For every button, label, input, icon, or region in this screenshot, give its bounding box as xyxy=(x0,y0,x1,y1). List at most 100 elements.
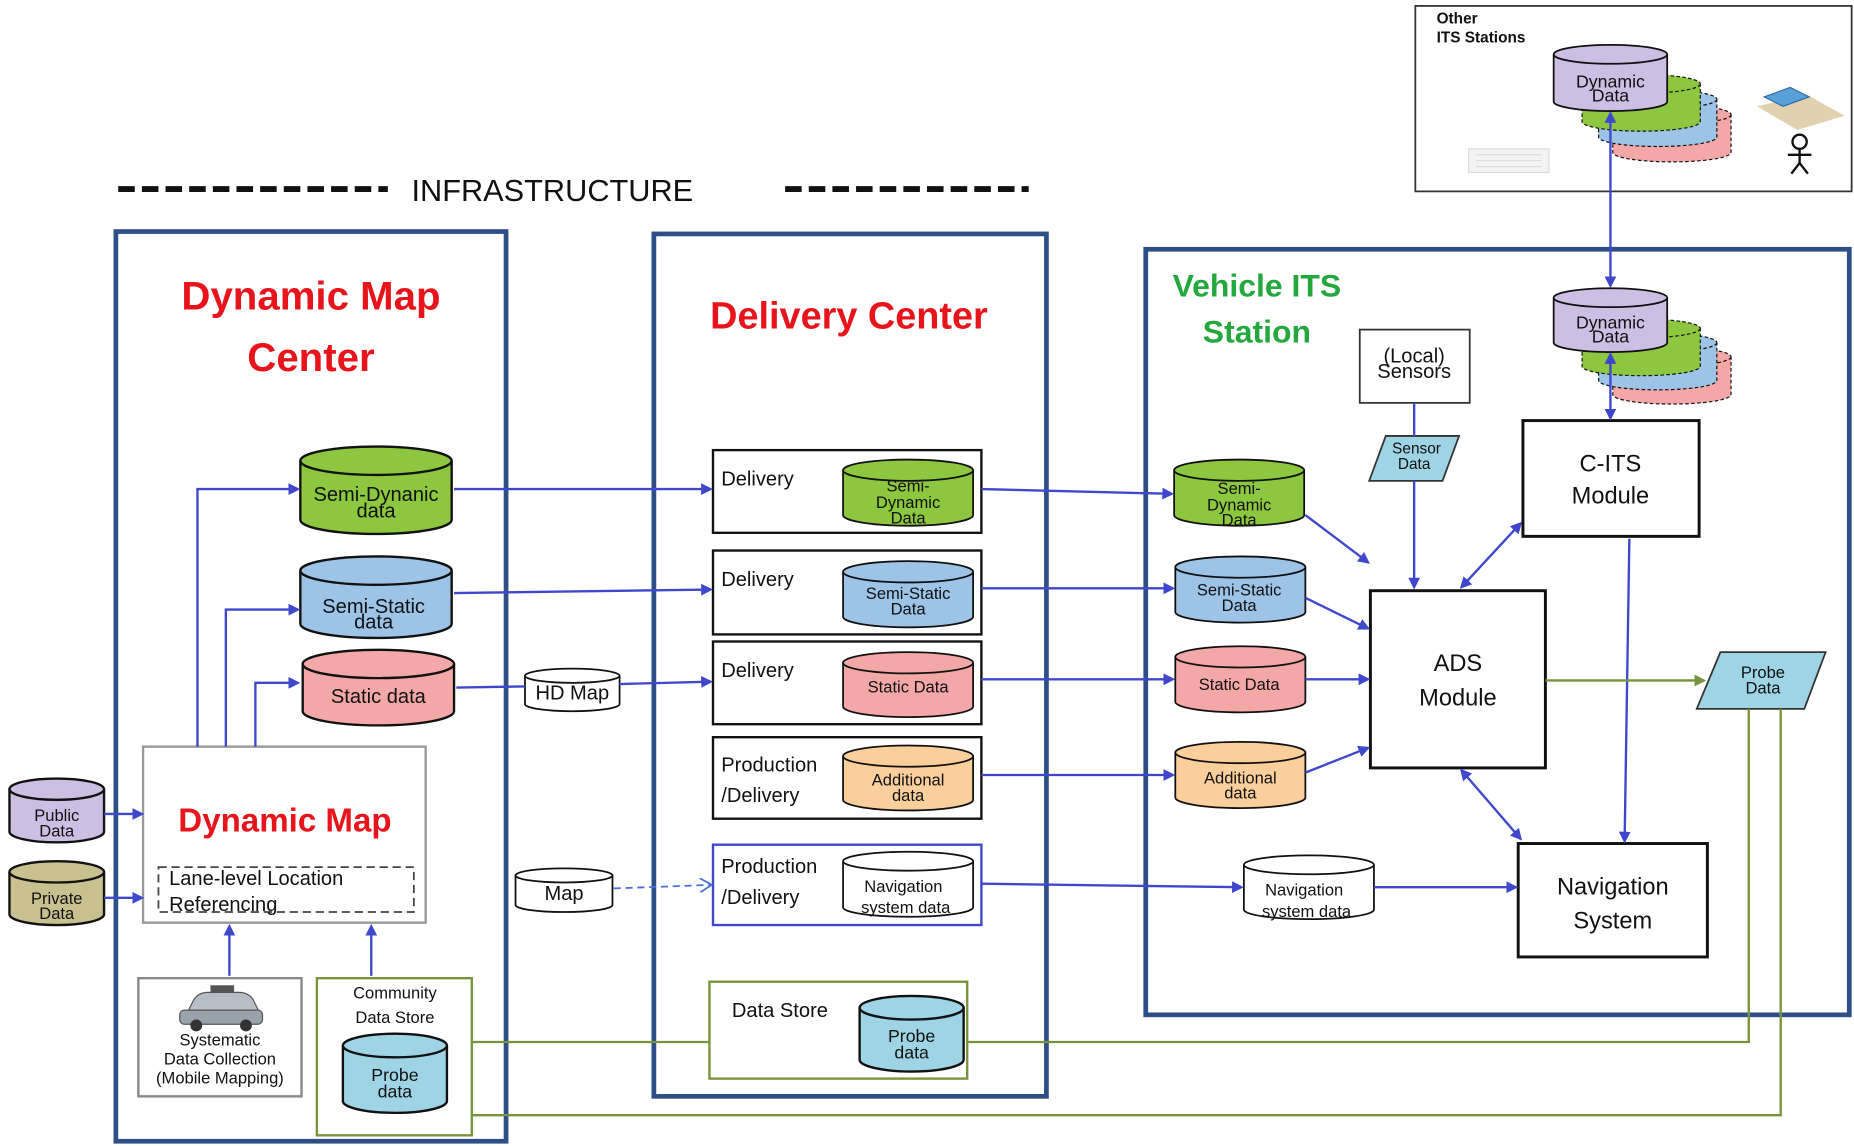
semi-dynamic-data-db: Semi-Dynanic data xyxy=(299,445,453,536)
semi-static-data-db: Semi-Static data xyxy=(299,555,453,640)
vehicle-dynamic-data-stack: Dynamic Data xyxy=(1552,287,1732,405)
delivery-row-static: Delivery Static Data xyxy=(711,640,983,726)
probe-data-parallelogram: Probe Data xyxy=(1695,651,1827,710)
data-store-probe-line1: Probe xyxy=(888,1026,935,1046)
vehicle-road-icon xyxy=(1757,86,1845,130)
private-line1: Private xyxy=(31,889,82,908)
community-probe-line1: Probe xyxy=(371,1065,418,1085)
navigation-line1: Navigation xyxy=(1557,874,1669,900)
car-icon xyxy=(179,985,264,1032)
vehicle-nav-data-line1: Navigation xyxy=(1265,881,1343,900)
other-dynamic-line2: Data xyxy=(1592,86,1630,106)
delivery-row-navigation: Production /Delivery Navigation system d… xyxy=(711,843,983,927)
local-sensors-line1: (Local) xyxy=(1383,346,1444,368)
sensor-data-line2: Data xyxy=(1398,456,1431,473)
systematic-line2: Data Collection xyxy=(164,1049,276,1068)
delivery-row-semi-dynamic: Delivery Semi- Dynamic Data xyxy=(711,448,983,534)
vehicle-additional-line1: Additional xyxy=(1204,768,1277,787)
ads-line1: ADS xyxy=(1434,651,1483,677)
vehicle-dynamic-line2: Data xyxy=(1592,327,1630,347)
community-line1: Community xyxy=(353,983,437,1002)
vehicle-semi-dynamic-line2: Dynamic xyxy=(1207,495,1271,514)
map-db: Map xyxy=(514,867,614,913)
delivery-row2-db-line1: Semi-Static xyxy=(866,584,951,603)
infrastructure-header: INFRASTRUCTURE xyxy=(118,173,1029,208)
referencing-line2: Referencing xyxy=(169,894,277,916)
public-line1: Public xyxy=(34,806,79,825)
delivery-row5-db-line2: system data xyxy=(861,898,951,917)
vehicle-additional-line2: data xyxy=(1224,784,1257,803)
map-dashed-arrow xyxy=(613,885,712,889)
ads-module-box: ADS Module xyxy=(1368,589,1547,770)
delivery-row1-db-line2: Dynamic xyxy=(876,493,940,512)
systematic-data-collection-box: Systematic Data Collection (Mobile Mappi… xyxy=(137,977,303,1098)
semi-dynamic-line1: Semi-Dynanic xyxy=(313,484,438,506)
dynamic-map-box: Dynamic Map Lane-level Location Referenc… xyxy=(141,745,427,924)
vehicle-nav-data-line2: system data xyxy=(1262,902,1352,921)
blue-flow-arrows xyxy=(104,111,1631,976)
vehicle-navigation-data-db: Navigation system data xyxy=(1242,854,1375,921)
delivery-center-title: Delivery Center xyxy=(710,295,988,337)
vehicle-semi-dynamic-db: Semi- Dynamic Data xyxy=(1173,458,1306,530)
c-its-module-box: C-ITS Module xyxy=(1521,419,1701,538)
static-data-db: Static data xyxy=(301,648,456,727)
other-its-label-line2: ITS Stations xyxy=(1437,30,1526,47)
green-probe-lines xyxy=(471,674,1782,1117)
delivery-row5-label-line1: Production xyxy=(721,856,817,878)
lane-level-referencing-box xyxy=(157,866,415,913)
delivery-center-frame xyxy=(651,231,1049,1099)
dynamic-map-title: Dynamic Map xyxy=(178,803,391,840)
delivery-row4-label-line2: /Delivery xyxy=(721,785,799,807)
sensor-data-line1: Sensor xyxy=(1392,441,1441,458)
pedestrian-icon xyxy=(1787,133,1812,175)
vehicle-additional-db: Additional data xyxy=(1174,741,1307,809)
community-line2: Data Store xyxy=(355,1008,434,1027)
local-sensors-line2: Sensors xyxy=(1377,361,1451,383)
vehicle-static-db: Static Data xyxy=(1174,645,1307,714)
delivery-row3-label: Delivery xyxy=(721,660,794,682)
delivery-row1-label: Delivery xyxy=(721,469,794,491)
c-its-line1: C-ITS xyxy=(1580,451,1642,477)
delivery-row5-db-line1: Navigation xyxy=(864,877,942,896)
systematic-line1: Systematic xyxy=(179,1031,260,1050)
hd-map-label: HD Map xyxy=(535,682,609,704)
data-store-label: Data Store xyxy=(732,1000,828,1022)
local-sensors-box: (Local) Sensors xyxy=(1358,328,1471,404)
navigation-system-box: Navigation System xyxy=(1516,842,1709,959)
probe-data-line1: Probe xyxy=(1741,663,1785,682)
map-label: Map xyxy=(544,883,583,905)
data-store-probe-line2: data xyxy=(894,1043,929,1063)
dmc-title-line2: Center xyxy=(247,335,375,380)
c-its-line2: Module xyxy=(1572,483,1650,509)
delivery-row-additional: Production /Delivery Additional data xyxy=(711,736,983,820)
other-dynamic-line1: Dynamic xyxy=(1576,71,1645,91)
vehicle-semi-dynamic-line1: Semi- xyxy=(1218,479,1261,498)
other-its-label-line1: Other xyxy=(1437,11,1478,28)
infrastructure-title: INFRASTRUCTURE xyxy=(411,173,693,208)
private-line2: Data xyxy=(39,904,75,923)
vehicle-static-label: Static Data xyxy=(1199,675,1281,694)
roadside-unit-icon xyxy=(1467,148,1550,174)
semi-static-line1: Semi-Static xyxy=(322,596,425,618)
delivery-row2-db-line2: Data xyxy=(891,599,927,618)
probe-data-line2: Data xyxy=(1745,678,1781,697)
semi-static-line2: data xyxy=(354,612,394,634)
vehicle-semi-static-line1: Semi-Static xyxy=(1197,580,1282,599)
vehicle-title-line1: Vehicle ITS xyxy=(1173,268,1342,304)
delivery-data-store: Data Store Probe data xyxy=(708,980,969,1080)
public-line2: Data xyxy=(39,821,75,840)
delivery-row2-label: Delivery xyxy=(721,569,794,591)
delivery-row4-label-line1: Production xyxy=(721,754,817,776)
vehicle-semi-dynamic-line3: Data xyxy=(1222,511,1258,530)
delivery-row4-db-line1: Additional xyxy=(872,771,945,790)
private-data-db: Private Data xyxy=(8,860,106,927)
static-data-label: Static data xyxy=(331,686,427,708)
delivery-row1-db-line1: Semi- xyxy=(886,476,929,495)
delivery-row-semi-static: Delivery Semi-Static Data xyxy=(711,549,983,636)
delivery-row4-db-line2: data xyxy=(892,786,925,805)
navigation-line2: System xyxy=(1573,909,1652,935)
semi-dynamic-line2: data xyxy=(356,500,396,522)
community-probe-line2: data xyxy=(378,1082,413,1102)
